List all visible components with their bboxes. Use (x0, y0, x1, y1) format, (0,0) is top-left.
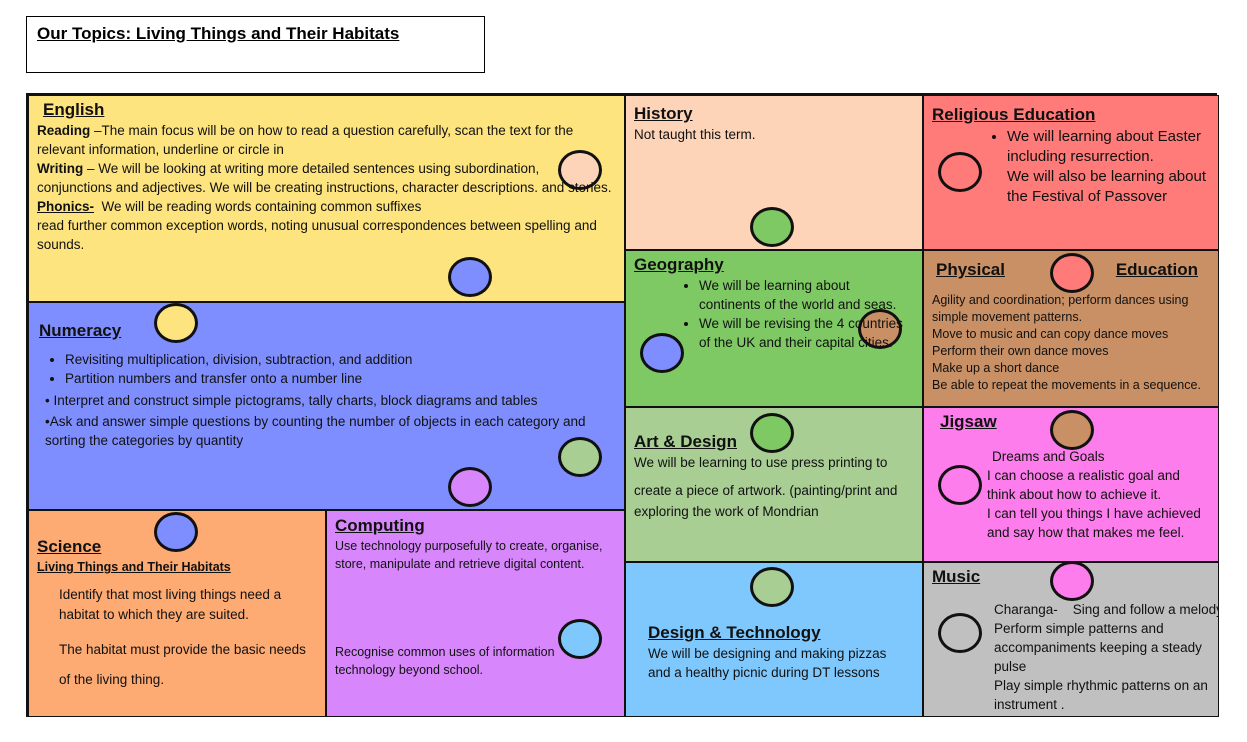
topic-jigsaw: English Reading –The main focus will be … (26, 93, 1219, 717)
science-heading: Science (37, 537, 102, 556)
pe-line: Perform their own dance moves (932, 344, 1109, 358)
history-text: Not taught this term. (634, 127, 756, 142)
puzzle-knob (1050, 561, 1094, 601)
pe-line: Be able to repeat the movements in a seq… (932, 378, 1201, 392)
science-line: Identify that most living things need a … (59, 587, 282, 622)
music-line: Perform simple patterns and accompanimen… (994, 621, 1202, 674)
re-heading: Religious Education (932, 105, 1096, 124)
dt-heading: Design & Technology (648, 623, 821, 642)
numeracy-line: •Ask and answer simple questions by coun… (45, 414, 586, 448)
jigsaw-heading: Jigsaw (940, 412, 997, 431)
english-phonics-2: read further common exception words, not… (37, 218, 597, 252)
computing-text: Use technology purposefully to create, o… (335, 539, 603, 571)
art-piece: Art & Design We will be learning to use … (625, 407, 923, 562)
jigsaw-line: I can tell you things I have achieved an… (987, 506, 1201, 540)
title-box: Our Topics: Living Things and Their Habi… (26, 16, 485, 73)
dt-text: We will be designing and making pizzas a… (648, 646, 887, 680)
numeracy-list: Revisiting multiplication, division, sub… (45, 350, 616, 388)
jigsaw-line: I can choose a realistic goal and think … (987, 468, 1180, 502)
music-line: Charanga- Sing and follow a melody (994, 602, 1219, 617)
puzzle-knob (858, 309, 902, 349)
geography-piece: Geography We will be learning about cont… (625, 250, 923, 407)
geography-heading: Geography (634, 255, 724, 274)
re-list: We will learning about Easter including … (987, 127, 1210, 167)
puzzle-knob (750, 207, 794, 247)
puzzle-knob (448, 257, 492, 297)
pe-line: Make up a short dance (932, 361, 1060, 375)
english-piece: English Reading –The main focus will be … (28, 95, 625, 302)
puzzle-knob (1050, 253, 1094, 293)
re-text: We will also be learning about the Festi… (1007, 168, 1207, 205)
puzzle-knob (938, 465, 982, 505)
puzzle-knob (558, 619, 602, 659)
puzzle-knob (750, 413, 794, 453)
music-line: Play simple rhythmic patterns on an inst… (994, 678, 1208, 712)
puzzle-knob (938, 613, 982, 653)
art-text-2: create a piece of artwork. (painting/pri… (634, 483, 898, 519)
pe-line: Move to music and can copy dance moves (932, 327, 1169, 341)
puzzle-knob (1050, 410, 1094, 450)
puzzle-knob (640, 333, 684, 373)
numeracy-heading: Numeracy (39, 321, 122, 340)
music-heading: Music (932, 567, 981, 586)
computing-piece: Computing Use technology purposefully to… (326, 510, 625, 717)
page-title: Our Topics: Living Things and Their Habi… (37, 24, 400, 43)
numeracy-piece: Numeracy Revisiting multiplication, divi… (28, 302, 625, 510)
english-reading: Reading –The main focus will be on how t… (37, 123, 574, 157)
science-subheading: Living Things and Their Habitats (37, 560, 231, 574)
puzzle-knob (154, 512, 198, 552)
computing-text-2: Recognise common uses of information tec… (335, 645, 555, 677)
computing-heading: Computing (335, 516, 425, 535)
english-phonics: Phonics- We will be reading words contai… (37, 199, 422, 214)
english-writing: Writing – We will be looking at writing … (37, 161, 612, 195)
pe-line: Agility and coordination; perform dances… (932, 293, 1189, 324)
art-heading: Art & Design (634, 432, 737, 451)
puzzle-knob (938, 152, 982, 192)
art-text: We will be learning to use press printin… (634, 455, 888, 470)
re-piece: Religious Education We will learning abo… (923, 95, 1219, 250)
puzzle-knob (154, 303, 198, 343)
science-piece: Science Living Things and Their Habitats… (28, 510, 326, 717)
science-line: The habitat must provide the basic needs… (59, 642, 306, 687)
numeracy-line: • Interpret and construct simple pictogr… (45, 393, 538, 408)
jigsaw-subtitle: Dreams and Goals (992, 449, 1105, 464)
puzzle-knob (750, 567, 794, 607)
geography-list: We will be learning about continents of … (679, 276, 914, 352)
history-heading: History (634, 104, 693, 123)
puzzle-knob (448, 467, 492, 507)
english-heading: English (43, 100, 105, 119)
puzzle-knob (558, 150, 602, 190)
puzzle-knob (558, 437, 602, 477)
